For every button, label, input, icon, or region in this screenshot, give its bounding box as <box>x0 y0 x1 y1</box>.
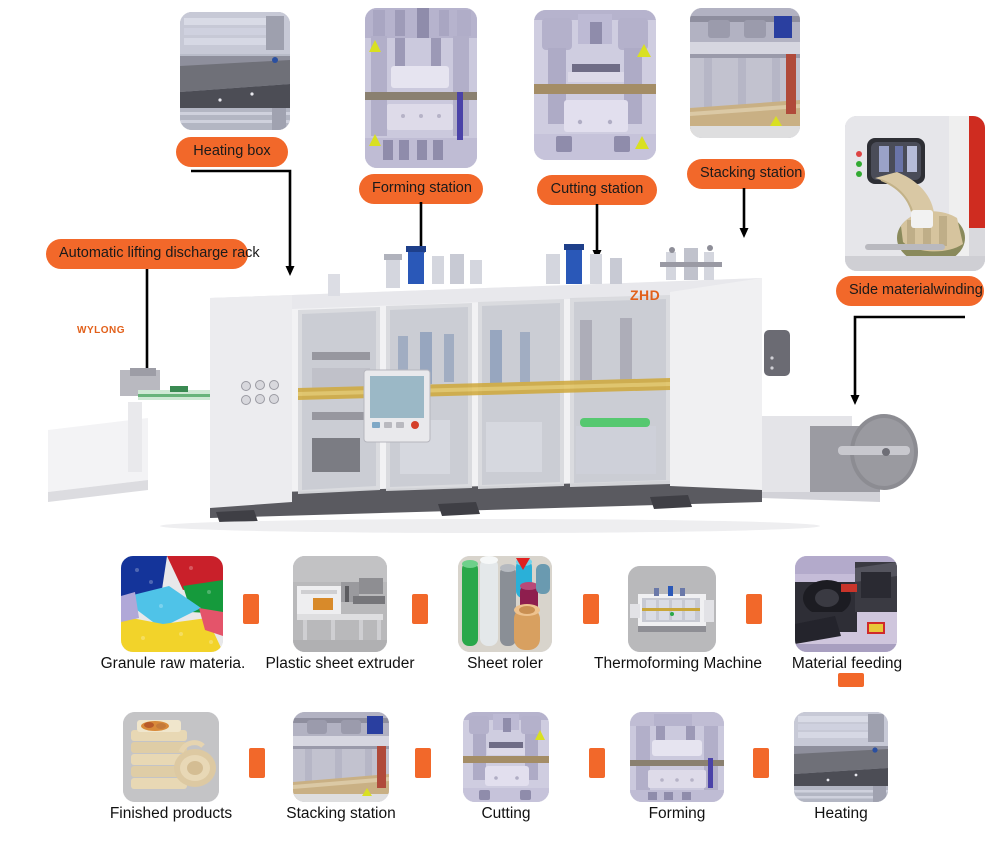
callout-label-stacking-station[interactable]: Stacking station <box>687 159 805 189</box>
flow-thumb-finished-products[interactable] <box>123 712 219 802</box>
flow-label-stacking-station-flow: Stacking station <box>286 805 396 822</box>
callout-label-forming-station[interactable]: Forming station <box>359 174 483 204</box>
heating-box-photo <box>180 12 290 130</box>
thumbnail-side-material-winding[interactable] <box>845 116 985 271</box>
plastic-sheet-extruder-photo <box>293 556 387 652</box>
thumbnail-cutting-station[interactable] <box>534 10 656 160</box>
side-material-winding-photo <box>845 116 985 271</box>
granule-raw-material-photo <box>121 556 223 652</box>
machine-brand-wylong-label: WYLONG <box>77 325 125 336</box>
machine-control-buttons <box>241 380 279 405</box>
flow-separator-5 <box>249 748 265 778</box>
flow-label-material-feeding: Material feeding <box>791 655 903 672</box>
flow-separator-7 <box>589 748 605 778</box>
flow-separator-2 <box>412 594 428 624</box>
flow-label-finished-products: Finished products <box>109 805 233 822</box>
stacking-station-photo <box>690 8 800 138</box>
flow-thumb-forming[interactable] <box>630 712 724 802</box>
flow-thumb-thermoforming-machine[interactable] <box>628 566 716 652</box>
flow-label-thermoforming-machine: Thermoforming Machine <box>594 655 762 672</box>
thermoforming-machine-photo <box>628 566 716 652</box>
callout-label-cutting-station[interactable]: Cutting station <box>537 175 657 205</box>
thumbnail-stacking-station[interactable] <box>690 8 800 138</box>
callout-label-side-material-winding[interactable]: Side materialwinding <box>836 276 984 306</box>
machine-top-equipment <box>328 244 722 296</box>
thermoforming-machine-illustration <box>48 244 918 533</box>
cutting-station-photo <box>534 10 656 160</box>
arrow-stacking-station <box>739 188 749 238</box>
flow-label-forming: Forming <box>648 805 706 822</box>
forming-station-photo <box>365 8 477 168</box>
flow-separator-4 <box>746 594 762 624</box>
flow-separator-3 <box>583 594 599 624</box>
flow-separator-row-connector <box>838 673 864 687</box>
flow-thumb-heating[interactable] <box>794 712 888 802</box>
flow-thumb-material-feeding[interactable] <box>795 556 897 652</box>
flow-label-heating: Heating <box>814 805 868 822</box>
main-machine-image: WYLONG ZHD <box>20 240 980 540</box>
callout-label-heating-box[interactable]: Heating box <box>176 137 288 167</box>
thumbnail-forming-station[interactable] <box>365 8 477 168</box>
flow-label-cutting: Cutting <box>481 805 531 822</box>
finished-products-photo <box>123 712 219 802</box>
thumbnail-heating-box[interactable] <box>180 12 290 130</box>
flow-label-granule-raw-material: Granule raw materia. <box>100 655 246 672</box>
flow-thumb-sheet-roler[interactable] <box>458 556 552 652</box>
flow-label-plastic-sheet-extruder: Plastic sheet extruder <box>265 655 415 672</box>
heating-flow-photo <box>794 712 888 802</box>
flow-thumb-plastic-sheet-extruder[interactable] <box>293 556 387 652</box>
forming-flow-photo <box>630 712 724 802</box>
stacking-station-flow-photo <box>293 712 389 802</box>
flow-thumb-granule-raw-material[interactable] <box>121 556 223 652</box>
flow-separator-1 <box>243 594 259 624</box>
material-feeding-photo <box>795 556 897 652</box>
flow-separator-6 <box>415 748 431 778</box>
flow-separator-8 <box>753 748 769 778</box>
cutting-flow-photo <box>463 712 549 802</box>
flow-thumb-stacking-station[interactable] <box>293 712 389 802</box>
sheet-roler-photo <box>458 556 552 652</box>
machine-hmi-panel[interactable] <box>363 369 431 443</box>
flow-label-sheet-roler: Sheet roler <box>467 655 543 672</box>
flow-thumb-cutting[interactable] <box>463 712 549 802</box>
machine-brand-zhd-label: ZHD <box>630 287 661 303</box>
